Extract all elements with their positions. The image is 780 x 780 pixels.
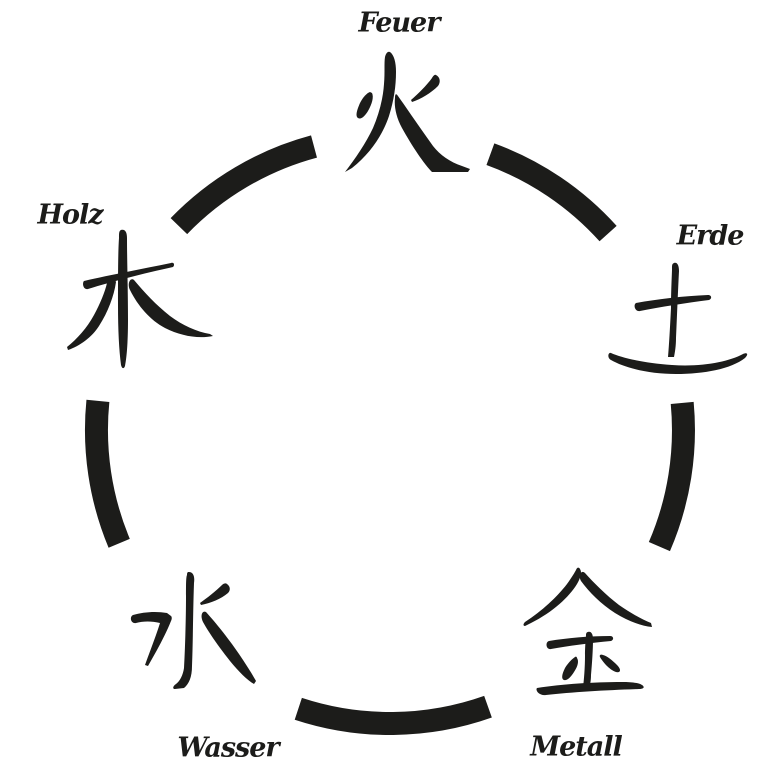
earth-character bbox=[608, 262, 748, 374]
metal-left-dot bbox=[562, 656, 578, 681]
metal-roof-left bbox=[523, 567, 581, 626]
earth-middle-horizontal bbox=[634, 295, 712, 312]
earth-bottom-horizontal bbox=[608, 352, 748, 374]
wood-right-sweep bbox=[128, 279, 213, 338]
metal-bottom-horizontal bbox=[536, 682, 644, 696]
water-right-flick bbox=[200, 583, 230, 605]
fire-left-dot bbox=[356, 92, 373, 119]
arc-feuer-erde bbox=[486, 143, 617, 242]
label-wasser: Wasser bbox=[177, 732, 279, 764]
water-press-stroke bbox=[201, 611, 256, 684]
ring-arcs bbox=[84, 135, 695, 735]
wood-horizontal bbox=[83, 262, 175, 290]
arc-wasser-holz bbox=[84, 399, 130, 548]
metal-character bbox=[523, 567, 652, 696]
metal-upper-horizontal bbox=[546, 636, 614, 650]
fire-character bbox=[345, 51, 470, 173]
arc-erde-metall bbox=[648, 401, 695, 552]
metal-right-dot bbox=[599, 654, 621, 673]
label-metall: Metall bbox=[530, 731, 623, 763]
wood-character bbox=[67, 229, 213, 369]
fire-press-stroke bbox=[394, 94, 470, 172]
metal-roof-right bbox=[579, 571, 652, 627]
fire-main-sweep bbox=[345, 51, 396, 173]
water-left-stroke bbox=[130, 611, 172, 666]
earth-vertical bbox=[668, 262, 679, 357]
fire-right-flick bbox=[411, 74, 440, 102]
metal-vertical bbox=[583, 631, 593, 688]
wood-left-sweep bbox=[67, 279, 116, 350]
label-holz: Holz bbox=[37, 199, 103, 231]
water-vertical-hook bbox=[173, 572, 195, 689]
label-feuer: Feuer bbox=[358, 7, 441, 39]
wood-vertical bbox=[118, 229, 128, 369]
arc-metall-wasser bbox=[294, 695, 492, 735]
arc-holz-feuer bbox=[170, 135, 318, 235]
water-character bbox=[130, 572, 256, 689]
label-erde: Erde bbox=[676, 220, 745, 252]
